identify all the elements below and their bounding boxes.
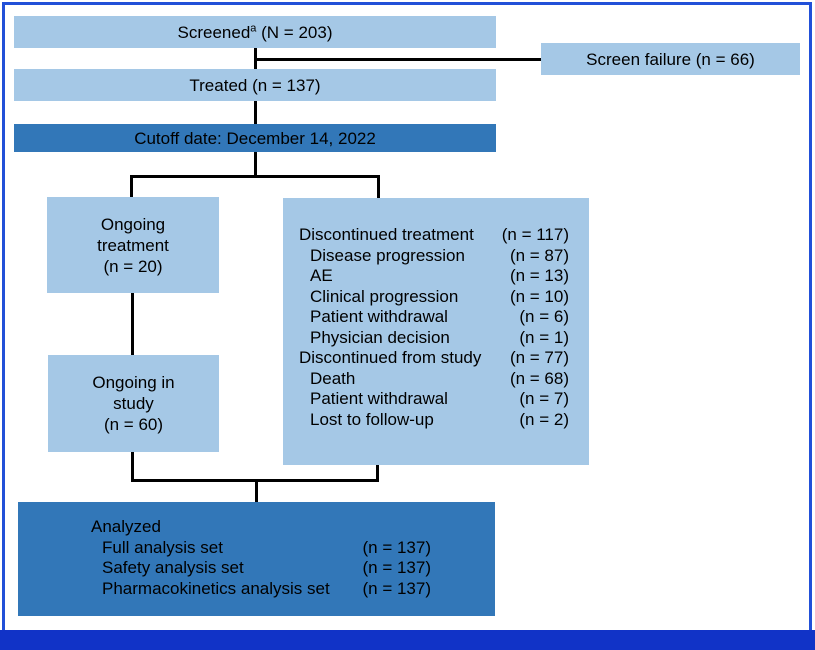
connector-split-left xyxy=(130,175,133,198)
footnote-marker: a xyxy=(250,21,257,34)
row-value: (n = 117) xyxy=(501,225,569,244)
screen-failure-box: Screen failure (n = 66) xyxy=(541,43,800,75)
row-value: (n = 6) xyxy=(519,307,569,326)
list-row: AE (n = 13) xyxy=(310,266,569,287)
connector-merge-right xyxy=(376,464,379,482)
connector-to-analyzed xyxy=(255,479,258,503)
ongoing-in-study-line: (n = 60) xyxy=(103,415,164,434)
list-row: Patient withdrawal (n = 6) xyxy=(310,307,569,328)
row-label: Discontinued treatment xyxy=(299,225,474,244)
row-label: Physician decision xyxy=(310,327,450,347)
list-row: Pharmacokinetics analysis set (n = 137) xyxy=(102,579,431,600)
row-value: (n = 87) xyxy=(509,245,569,265)
row-value: (n = 68) xyxy=(509,368,569,388)
ongoing-treatment-line: (n = 20) xyxy=(103,256,163,276)
ongoing-in-study-line: Ongoing in xyxy=(92,373,175,392)
row-label: Disease progression xyxy=(310,245,465,265)
row-value: (n = 137) xyxy=(362,537,431,557)
list-row: Full analysis set (n = 137) xyxy=(102,538,431,559)
row-label: Full analysis set xyxy=(102,537,223,557)
ongoing-in-study-box: Ongoing in study (n = 60) xyxy=(48,355,219,452)
treated-label: Treated (n = 137) xyxy=(189,75,321,95)
ongoing-in-study-line: study xyxy=(113,394,154,413)
treated-box: Treated (n = 137) xyxy=(14,69,496,101)
bottom-bar xyxy=(0,630,815,650)
row-label: Analyzed xyxy=(91,517,161,536)
ongoing-treatment-line: treatment xyxy=(97,235,169,255)
discontinued-rows: Discontinued treatment (n = 117) Disease p… xyxy=(299,225,569,430)
row-value: (n = 2) xyxy=(519,409,569,429)
row-label: AE xyxy=(310,266,333,285)
row-value: (n = 77) xyxy=(509,348,569,367)
row-value: (n = 1) xyxy=(519,327,569,347)
connector-treated-to-cutoff xyxy=(254,100,257,125)
screened-label: Screeneda (N = 203) xyxy=(177,21,333,42)
list-row: Discontinued from study (n = 77) xyxy=(299,348,569,369)
row-label: Discontinued from study xyxy=(299,348,482,367)
list-row: Clinical progression (n = 10) xyxy=(310,287,569,308)
cutoff-date-box: Cutoff date: December 14, 2022 xyxy=(14,124,496,152)
row-label: Safety analysis set xyxy=(102,558,244,577)
row-value: (n = 7) xyxy=(519,389,569,408)
row-label: Pharmacokinetics analysis set xyxy=(102,578,330,598)
discontinued-box: Discontinued treatment (n = 117) Disease p… xyxy=(283,198,589,465)
ongoing-treatment-box: Ongoing treatment (n = 20) xyxy=(47,197,219,293)
connector-to-screen-failure xyxy=(254,58,541,61)
connector-ongoing-to-study xyxy=(131,292,134,356)
row-value: (n = 137) xyxy=(362,558,431,577)
connector-split-horizontal xyxy=(130,175,380,178)
row-value: (n = 10) xyxy=(509,286,569,306)
row-label: Death xyxy=(310,368,356,388)
list-row: Lost to follow-up (n = 2) xyxy=(310,410,569,431)
list-row: Physician decision (n = 1) xyxy=(310,328,569,349)
list-row: Safety analysis set (n = 137) xyxy=(102,558,431,579)
screen-failure-label: Screen failure (n = 66) xyxy=(586,49,755,69)
row-value: (n = 137) xyxy=(362,578,431,598)
row-label: Lost to follow-up xyxy=(310,409,434,429)
row-value: (n = 13) xyxy=(509,266,569,285)
list-row: Death (n = 68) xyxy=(310,369,569,390)
row-label: Patient withdrawal xyxy=(310,307,448,326)
row-label: Clinical progression xyxy=(310,286,459,306)
list-row: Discontinued treatment (n = 117) xyxy=(299,225,569,246)
list-row: Disease progression (n = 87) xyxy=(310,246,569,267)
cutoff-date-label: Cutoff date: December 14, 2022 xyxy=(134,128,376,148)
connector-merge-left xyxy=(131,451,134,482)
ongoing-treatment-line: Ongoing xyxy=(100,214,166,234)
list-row: Analyzed xyxy=(91,517,431,538)
list-row: Patient withdrawal (n = 7) xyxy=(310,389,569,410)
screened-box: Screeneda (N = 203) xyxy=(14,16,496,48)
connector-cutoff-to-split xyxy=(254,151,257,178)
row-label: Patient withdrawal xyxy=(310,389,448,408)
connector-split-right xyxy=(377,175,380,199)
